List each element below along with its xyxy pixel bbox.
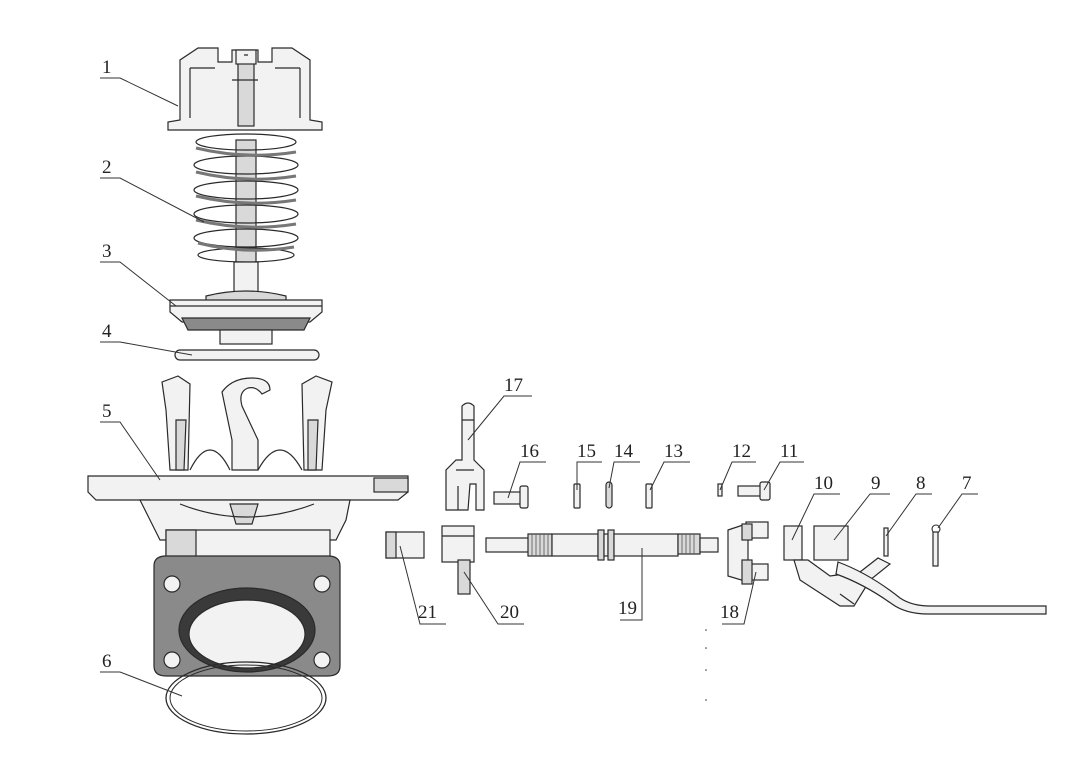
callout-20: 20 <box>463 571 524 625</box>
callout-2: 2 <box>100 157 205 223</box>
label-12: 12 <box>732 441 751 462</box>
callout-3: 3 <box>100 241 177 307</box>
part-10-sleeve <box>783 525 803 561</box>
label-8: 8 <box>916 473 926 494</box>
part-19-shaft <box>485 529 719 561</box>
part-1-top-retainer <box>167 47 323 131</box>
callout-5: 5 <box>100 401 161 481</box>
callout-7: 7 <box>937 473 978 529</box>
part-5-housing <box>87 375 409 677</box>
callout-21: 21 <box>399 545 446 625</box>
part-6-large-o-ring <box>165 661 327 735</box>
callout-6: 6 <box>100 651 183 697</box>
callout-15: 15 <box>576 441 602 490</box>
label-13: 13 <box>664 441 683 462</box>
label-16: 16 <box>520 441 539 462</box>
label-20: 20 <box>500 602 519 623</box>
label-21: 21 <box>418 602 437 623</box>
part-3-diaphragm-plate <box>169 290 323 345</box>
part-11-bolt <box>737 481 771 501</box>
axis-dots <box>705 629 707 701</box>
label-5: 5 <box>102 401 112 422</box>
label-10: 10 <box>814 473 833 494</box>
callout-8: 8 <box>885 473 932 537</box>
label-2: 2 <box>102 157 112 178</box>
label-6: 6 <box>102 651 112 672</box>
part-7-clip <box>931 524 941 567</box>
label-14: 14 <box>614 441 634 462</box>
callout-18: 18 <box>720 571 757 625</box>
part-17-fork <box>445 402 485 511</box>
part-20-lever-block <box>441 525 475 595</box>
callout-19: 19 <box>618 548 643 621</box>
part-9-handle-lever <box>793 525 1047 615</box>
part-2-spring <box>193 133 299 295</box>
label-15: 15 <box>577 441 596 462</box>
callout-16: 16 <box>507 441 546 499</box>
label-9: 9 <box>871 473 881 494</box>
part-18-bracket <box>727 521 769 585</box>
label-19: 19 <box>618 598 637 619</box>
part-8-pin <box>883 527 889 557</box>
callout-17: 17 <box>467 375 532 441</box>
part-14-washer <box>605 481 613 509</box>
label-7: 7 <box>962 473 972 494</box>
callout-4: 4 <box>100 321 193 356</box>
callout-9: 9 <box>833 473 890 541</box>
part-4-o-ring <box>174 349 320 361</box>
callout-10: 10 <box>791 473 840 541</box>
label-3: 3 <box>102 241 112 262</box>
callout-1: 1 <box>100 57 179 107</box>
callout-14: 14 <box>608 441 640 489</box>
label-17: 17 <box>504 375 523 396</box>
label-1: 1 <box>102 57 112 78</box>
part-21-sleeve <box>385 531 425 559</box>
label-11: 11 <box>780 441 798 462</box>
label-4: 4 <box>102 321 112 342</box>
callout-13: 13 <box>649 441 690 491</box>
callout-12: 12 <box>719 441 756 491</box>
callout-11: 11 <box>763 441 804 491</box>
label-18: 18 <box>720 602 739 623</box>
